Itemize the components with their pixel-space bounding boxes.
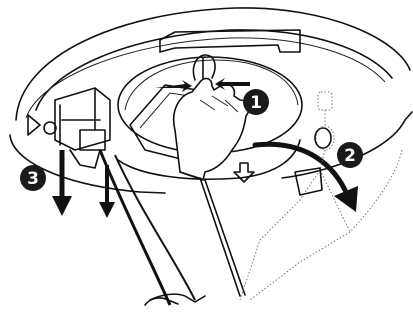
bottom-hand	[145, 298, 178, 305]
callout-2-label: 2	[344, 146, 356, 166]
callout-3-label: 3	[27, 169, 39, 189]
down-arrow-small	[234, 163, 254, 182]
safety-wire-icon	[240, 92, 402, 300]
callout-1-label: 1	[250, 93, 262, 113]
callout-1: 1	[243, 89, 269, 115]
hand-icon	[174, 79, 249, 296]
callout-2: 2	[337, 142, 363, 168]
callout-3: 3	[20, 165, 46, 191]
